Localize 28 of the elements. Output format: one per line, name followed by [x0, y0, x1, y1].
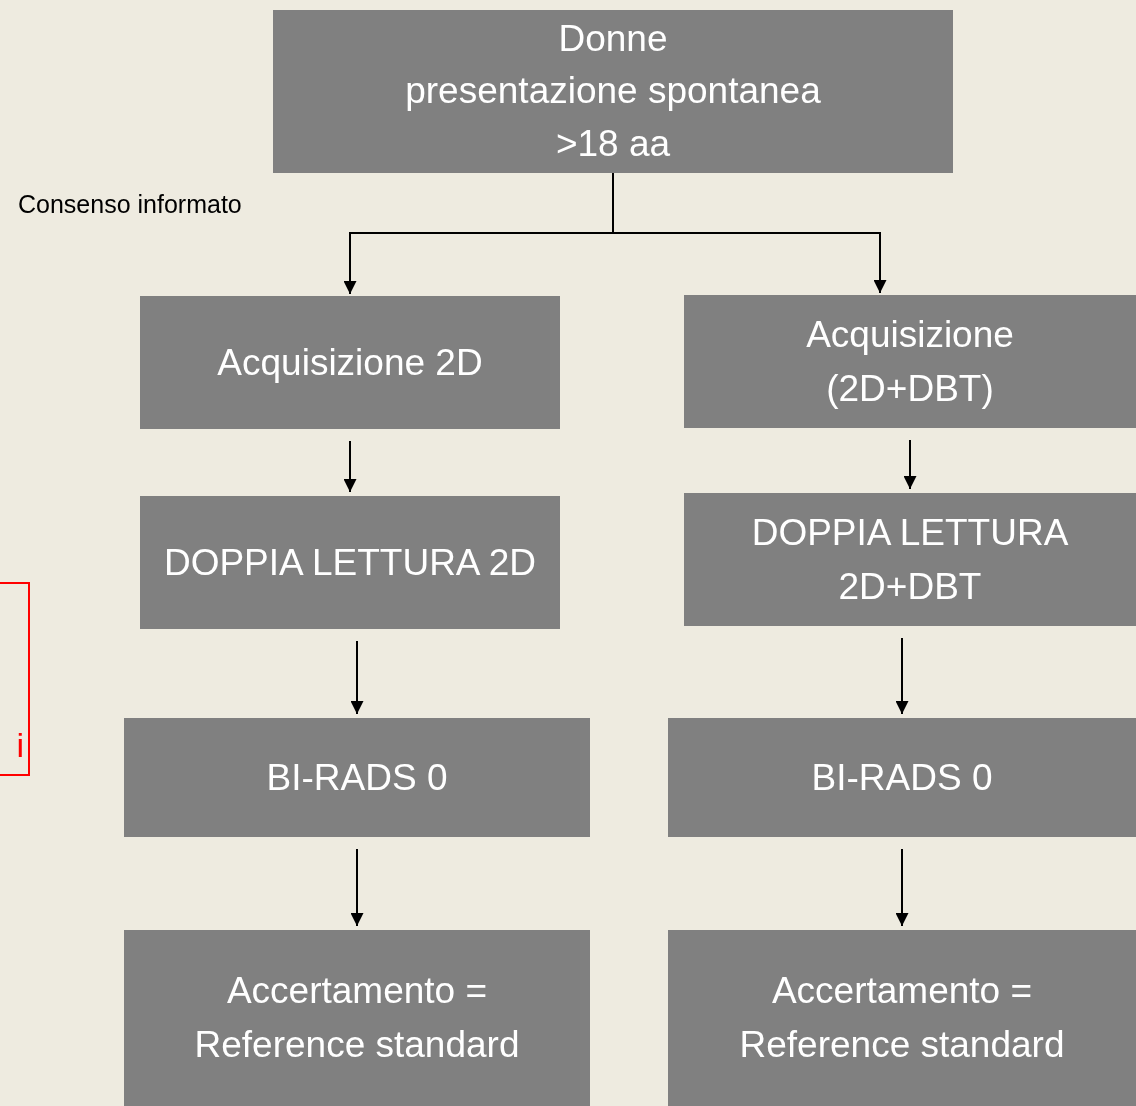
box-label: Acquisizione 2D	[217, 340, 483, 385]
box-label: Accertamento = Reference standard	[738, 969, 1066, 1067]
process-box	[684, 493, 1136, 626]
process-box	[684, 295, 1136, 428]
box-label: DOPPIA LETTURA 2D+DBT	[750, 510, 1070, 609]
box-label: presentazione spontanea	[405, 69, 821, 114]
box-label: >18 aa	[555, 121, 671, 166]
arrow	[343, 440, 357, 493]
box-label: DOPPIA LETTURA 2D	[163, 540, 537, 585]
process-box	[668, 930, 1136, 1106]
process-box	[140, 496, 560, 629]
arrow	[350, 848, 364, 927]
note-text: i	[16, 728, 24, 762]
process-box	[124, 718, 590, 837]
arrow	[895, 848, 909, 927]
annotation-text: Consenso informato	[18, 190, 242, 219]
box-label: Accertamento = Reference standard	[193, 969, 521, 1067]
arrow	[895, 637, 909, 715]
process-box	[124, 930, 590, 1106]
process-box	[140, 296, 560, 429]
arrow	[903, 439, 917, 490]
box-label: BI-RADS 0	[266, 755, 448, 800]
box-label: BI-RADS 0	[811, 755, 993, 800]
process-box	[273, 10, 953, 173]
box-label: Acquisizione (2D+DBT)	[805, 312, 1015, 411]
arrow	[350, 640, 364, 715]
process-box	[668, 718, 1136, 837]
box-label: Donne	[558, 16, 668, 61]
